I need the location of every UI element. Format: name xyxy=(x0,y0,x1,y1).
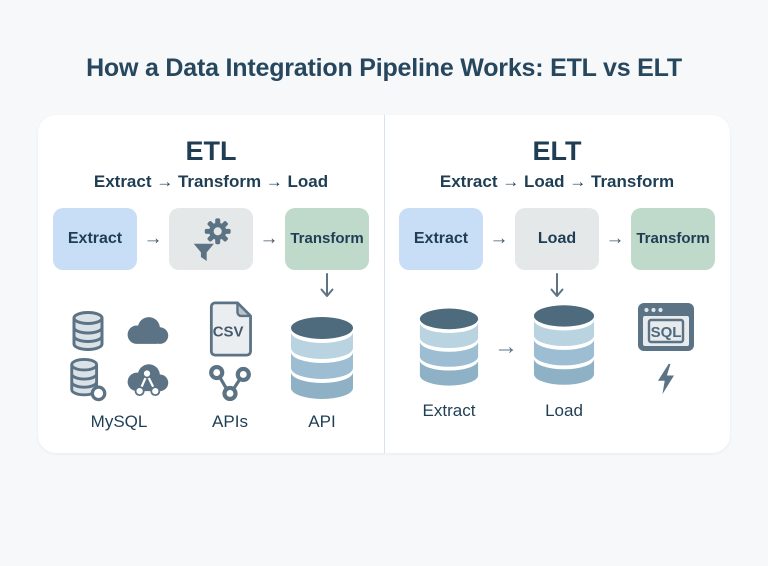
arrow-right-icon: → xyxy=(489,227,509,249)
gear-funnel-icon xyxy=(193,218,231,261)
elt-down-arrow-row xyxy=(384,272,730,299)
etl-extract-box: Extract xyxy=(53,207,137,270)
arrow-right-icon: → xyxy=(494,332,518,360)
arrow-right-icon: → xyxy=(605,227,625,249)
elt-load-db-label: Load xyxy=(545,400,583,420)
arrow-right-icon: → xyxy=(259,227,279,249)
arrow-down-icon xyxy=(320,272,334,297)
etl-flow-row: Extract → xyxy=(38,207,384,270)
etl-icons-row: MySQL CSV xyxy=(38,301,384,432)
etl-sources-label: MySQL xyxy=(90,411,148,431)
database-cylinder-icon xyxy=(419,308,479,386)
elt-transform-box: Transform xyxy=(631,207,715,270)
share-network-icon xyxy=(209,364,251,401)
comparison-card: ETL Extract → Transform → Load Extract → xyxy=(38,115,730,453)
database-cylinder-icon xyxy=(533,304,595,385)
csv-file-icon: CSV xyxy=(209,301,252,357)
sql-label: SQL xyxy=(651,324,682,341)
cloud-icon xyxy=(127,316,169,344)
etl-apis-label: APIs xyxy=(212,411,248,431)
etl-warehouse-group: API xyxy=(289,316,355,432)
cloud-network-icon xyxy=(127,363,169,396)
database-icon xyxy=(72,310,104,351)
elt-flow-row: Extract → Load → Transform xyxy=(384,207,730,270)
etl-transform-box: Transform xyxy=(285,207,369,270)
elt-extract-box: Extract xyxy=(399,207,483,270)
etl-panel: ETL Extract → Transform → Load Extract → xyxy=(38,115,384,453)
etl-subtitle: Extract → Transform → Load xyxy=(93,171,329,191)
sql-window-icon: SQL xyxy=(638,302,694,351)
etl-heading: ETL xyxy=(185,136,237,166)
csv-label: CSV xyxy=(213,323,244,340)
lightning-bolt-icon xyxy=(658,363,674,394)
etl-transform-step-box xyxy=(169,207,253,270)
elt-extract-db-label: Extract xyxy=(422,400,476,420)
etl-warehouse-label: API xyxy=(308,411,336,431)
elt-subtitle: Extract → Load → Transform xyxy=(439,171,675,191)
etl-sources-group: MySQL xyxy=(67,310,171,432)
arrow-down-icon xyxy=(550,272,564,297)
page-title: How a Data Integration Pipeline Works: E… xyxy=(86,54,682,82)
database-cylinder-icon xyxy=(291,316,353,399)
elt-icons-row: Extract → Load xyxy=(384,301,730,421)
elt-extract-db-group: Extract xyxy=(418,305,480,421)
arrow-right-icon: → xyxy=(143,227,163,249)
panel-divider xyxy=(384,115,385,453)
elt-load-db-group: Load xyxy=(532,301,596,421)
etl-files-group: CSV APIs xyxy=(205,301,255,432)
database-connection-icon xyxy=(70,357,107,401)
elt-sql-group: SQL xyxy=(636,301,696,395)
elt-heading: ELT xyxy=(532,136,582,166)
elt-panel: ELT Extract → Load → Transform Extract →… xyxy=(384,115,730,453)
etl-down-arrow-row xyxy=(38,272,384,299)
elt-load-box: Load xyxy=(515,207,599,270)
